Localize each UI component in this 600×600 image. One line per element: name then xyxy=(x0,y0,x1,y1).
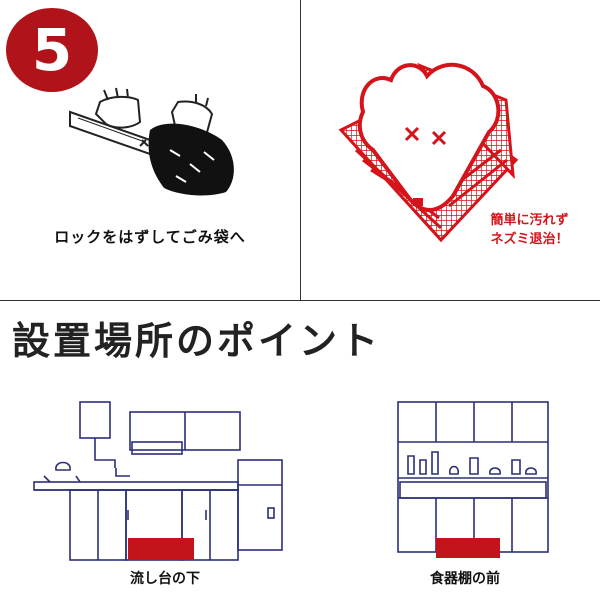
kitchen-sink-icon xyxy=(33,401,283,561)
placement-marker-sink xyxy=(128,538,194,560)
placement-marker-cupboard xyxy=(436,538,500,558)
clean-caption-line2: ネズミ退治！ xyxy=(490,232,569,247)
hands-trap-icon xyxy=(69,87,234,196)
step-number-badge: 5 xyxy=(6,8,98,92)
step-panel-clean: 簡単に汚れず ネズミ退治！ xyxy=(301,0,600,300)
location-label-sink: 流し台の下 xyxy=(130,571,200,587)
location-label-cupboard: 食器棚の前 xyxy=(430,571,500,587)
disposal-caption: ロックをはずしてごみ袋へ xyxy=(54,228,246,246)
section-divider xyxy=(0,300,600,301)
cupboard-icon xyxy=(397,401,549,558)
section-title: 設置場所のポイント xyxy=(12,319,382,363)
step-panel-disposal: 5 ロックをはずしてごみ袋へ xyxy=(0,0,301,300)
trapped-mouse-sheet-icon xyxy=(338,62,519,243)
clean-caption-line1: 簡単に汚れず xyxy=(490,213,569,228)
